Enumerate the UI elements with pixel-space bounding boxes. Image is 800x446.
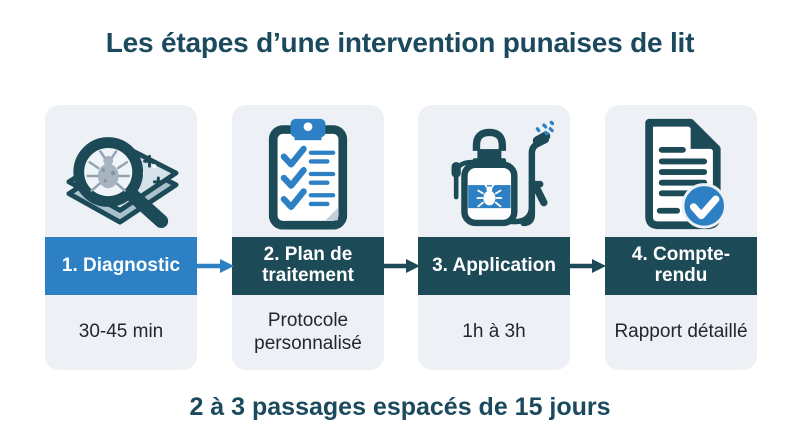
- mattress-magnifier-icon: [45, 111, 197, 237]
- step-card-compte-rendu: 4. Compte-rendu Rapport détaillé: [605, 105, 757, 370]
- step-card-application: 3. Application 1h à 3h: [418, 105, 570, 370]
- step-card-plan: 2. Plan de traitement Protocole personna…: [232, 105, 384, 370]
- step-label-application: 3. Application: [418, 237, 570, 295]
- document-check-icon: [605, 111, 757, 237]
- page-title: Les étapes d’une intervention punaises d…: [105, 27, 695, 58]
- step-detail-diagnostic: 30-45 min: [78, 321, 164, 343]
- footer-note: 2 à 3 passages espacés de 15 jours: [189, 393, 611, 421]
- step-label-compte-rendu: 4. Compte-rendu: [605, 237, 757, 295]
- pressure-sprayer-icon: [418, 111, 570, 237]
- step-arrow-2-icon: [380, 259, 420, 273]
- clipboard-checklist-icon: [232, 111, 384, 237]
- step-arrow-3-icon: [566, 259, 606, 273]
- step-label-plan: 2. Plan de traitement: [232, 237, 384, 295]
- step-detail-plan: Protocole personnalisé: [254, 309, 362, 354]
- step-label-diagnostic: 1. Diagnostic: [45, 237, 197, 295]
- step-detail-compte-rendu: Rapport détaillé: [614, 321, 748, 343]
- step-arrow-1-icon: [194, 259, 234, 273]
- step-detail-application: 1h à 3h: [462, 321, 526, 343]
- step-card-diagnostic: 1. Diagnostic 30-45 min: [45, 105, 197, 370]
